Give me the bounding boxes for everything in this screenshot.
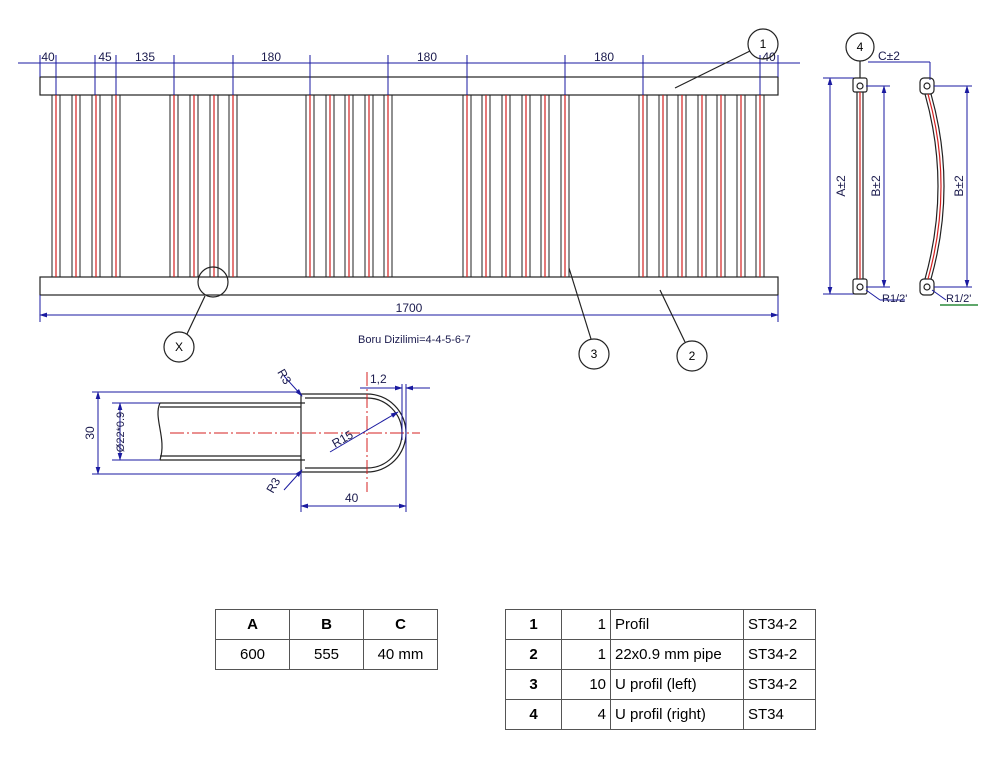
part-material: ST34-2 xyxy=(743,669,816,700)
dimensions-header-row: A B C xyxy=(215,609,438,640)
part-material: ST34-2 xyxy=(743,639,816,670)
detail-x: 30 Ø22*0.9 R15 R3 R3 1,2 40 xyxy=(83,367,430,512)
pipe xyxy=(755,95,765,277)
pipe-group xyxy=(51,95,765,277)
pipe xyxy=(658,95,668,277)
part-number: 3 xyxy=(505,669,562,700)
dimensions-value-row: 600 555 40 mm xyxy=(215,639,438,670)
side-view-curved: C±2 B±2 R1/2' xyxy=(868,49,978,306)
part-material: ST34-2 xyxy=(743,609,816,640)
pipe xyxy=(560,95,570,277)
bottom-profile xyxy=(39,276,779,296)
part-description: Profil xyxy=(610,609,744,640)
callout-1: 1 xyxy=(760,37,767,51)
dim-top-180-b: 180 xyxy=(417,50,437,64)
header-a: A xyxy=(215,609,290,640)
callout-3: 3 xyxy=(591,347,598,361)
pipe xyxy=(462,95,472,277)
table-row: 2 1 22x0.9 mm pipe ST34-2 xyxy=(505,639,816,670)
callouts: 1 2 3 X xyxy=(163,28,779,372)
table-row: 1 1 Profil ST34-2 xyxy=(505,609,816,640)
part-description: U profil (right) xyxy=(610,699,744,730)
top-profile xyxy=(39,76,779,96)
pipe xyxy=(677,95,687,277)
pipe-arrangement-note: Boru Dizilimi=4-4-5-6-7 xyxy=(358,334,471,346)
callout-2: 2 xyxy=(689,349,696,363)
dim-top-40-right: 40 xyxy=(762,50,776,64)
pipe xyxy=(71,95,81,277)
dim-b2: B±2 xyxy=(952,175,966,197)
table-row: 4 4 U profil (right) ST34 xyxy=(505,699,816,730)
part-description: 22x0.9 mm pipe xyxy=(610,639,744,670)
detail-height-30: 30 xyxy=(83,426,97,440)
callout-x: X xyxy=(175,340,183,354)
thread-r12-b: R1/2' xyxy=(946,293,971,305)
parts-table: 1 1 Profil ST34-2 2 1 22x0.9 mm pipe ST3… xyxy=(505,609,816,730)
pipe xyxy=(521,95,531,277)
pipe xyxy=(91,95,101,277)
pipe xyxy=(111,95,121,277)
detail-r3-bottom: R3 xyxy=(263,475,283,496)
pipe xyxy=(209,95,219,277)
value-a: 600 xyxy=(215,639,290,670)
dim-top-135: 135 xyxy=(135,50,155,64)
pipe xyxy=(697,95,707,277)
dim-length-1700: 1700 xyxy=(396,301,423,315)
dim-b: B±2 xyxy=(869,175,883,197)
thread-r12-a: R1/2' xyxy=(882,293,907,305)
dimensions-table: A B C 600 555 40 mm xyxy=(215,609,438,670)
pipe xyxy=(364,95,374,277)
pipe xyxy=(305,95,315,277)
part-number: 2 xyxy=(505,639,562,670)
part-quantity: 1 xyxy=(561,609,611,640)
dim-a: A±2 xyxy=(834,175,848,197)
pipe xyxy=(540,95,550,277)
header-c: C xyxy=(363,609,438,640)
part-material: ST34 xyxy=(743,699,816,730)
value-b: 555 xyxy=(289,639,364,670)
detail-pipe-diameter: Ø22*0.9 xyxy=(115,412,127,452)
pipe xyxy=(169,95,179,277)
technical-drawing: 40 45 135 180 180 180 40 1700 Boru Dizil… xyxy=(18,28,978,512)
pipe xyxy=(51,95,61,277)
pipe xyxy=(481,95,491,277)
table-row: 3 10 U profil (left) ST34-2 xyxy=(505,669,816,700)
front-view xyxy=(39,76,779,296)
detail-wall-thickness: 1,2 xyxy=(370,372,387,386)
dim-c: C±2 xyxy=(878,49,900,63)
header-b: B xyxy=(289,609,364,640)
pipe xyxy=(383,95,393,277)
pipe xyxy=(736,95,746,277)
pipe xyxy=(325,95,335,277)
side-view-straight: 4 A±2 B±2 R1/2' xyxy=(823,32,907,305)
pipe xyxy=(501,95,511,277)
part-number: 1 xyxy=(505,609,562,640)
detail-r3-top: R3 xyxy=(274,367,294,388)
part-quantity: 4 xyxy=(561,699,611,730)
dim-top-180-c: 180 xyxy=(594,50,614,64)
pipe xyxy=(638,95,648,277)
detail-r15: R15 xyxy=(330,427,356,450)
part-number: 4 xyxy=(505,699,562,730)
pipe xyxy=(716,95,726,277)
dim-top-40-left: 40 xyxy=(41,50,55,64)
part-quantity: 10 xyxy=(561,669,611,700)
callout-4: 4 xyxy=(857,40,864,54)
pipe xyxy=(189,95,199,277)
overall-length-dimension: 1700 Boru Dizilimi=4-4-5-6-7 xyxy=(39,295,779,346)
dim-top-180-a: 180 xyxy=(261,50,281,64)
pipe xyxy=(228,95,238,277)
detail-length-40: 40 xyxy=(345,491,359,505)
part-description: U profil (left) xyxy=(610,669,744,700)
value-c: 40 mm xyxy=(363,639,438,670)
part-quantity: 1 xyxy=(561,639,611,670)
top-dimensions: 40 45 135 180 180 180 40 xyxy=(18,50,800,95)
dim-top-45: 45 xyxy=(98,50,112,64)
pipe xyxy=(344,95,354,277)
